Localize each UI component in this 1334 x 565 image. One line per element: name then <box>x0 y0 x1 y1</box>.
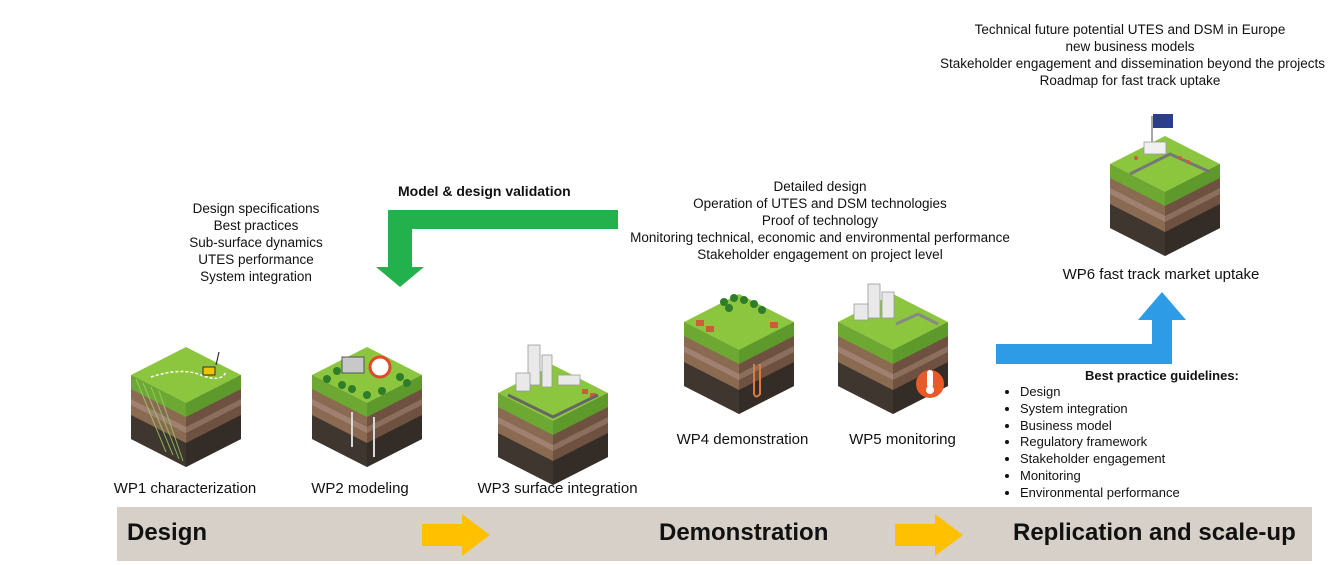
wp6-cube-illustration <box>1110 114 1220 256</box>
list-item: Monitoring <box>1020 468 1180 485</box>
outcome-line: System integration <box>200 269 312 284</box>
outcome-line: UTES performance <box>198 252 314 267</box>
wp5-cube-illustration <box>838 283 948 414</box>
yellow-arrow-1 <box>422 514 490 556</box>
green-validation-arrow <box>376 210 618 287</box>
list-item: Stakeholder engagement <box>1020 451 1180 468</box>
list-item: Business model <box>1020 418 1180 435</box>
wp4-cube-illustration <box>684 294 794 414</box>
outcome-line: Sub-surface dynamics <box>189 235 323 250</box>
design-outcomes: Design specifications Best practices Sub… <box>176 200 336 285</box>
top-outcomes: Technical future potential UTES and DSM … <box>940 21 1326 89</box>
outcome-line: Detailed design <box>773 179 867 194</box>
wp1-cube-illustration <box>131 347 241 467</box>
best-practice-title: Best practice guidelines: <box>1085 368 1239 383</box>
wp3-cube-illustration <box>498 344 608 485</box>
wp6-label: WP6 fast track market uptake <box>1062 266 1260 283</box>
wp5-label: WP5 monitoring <box>849 431 956 448</box>
outcome-line: Operation of UTES and DSM technologies <box>693 196 947 211</box>
outcome-line: Proof of technology <box>761 213 879 228</box>
outcome-line: Monitoring technical, economic and envir… <box>630 230 1010 245</box>
blue-uptake-arrow <box>996 292 1186 364</box>
phase-replication: Replication and scale-up <box>1013 519 1296 546</box>
demo-outcomes: Detailed design Operation of UTES and DS… <box>620 178 1020 263</box>
outcome-line: Best practices <box>213 218 299 233</box>
eu-flag-icon <box>1153 114 1173 128</box>
outcome-line: Roadmap for fast track uptake <box>1039 73 1221 88</box>
wp1-label: WP1 characterization <box>113 480 257 497</box>
wp3-label: WP3 surface integration <box>477 480 638 497</box>
phase-banner <box>117 507 1312 561</box>
outcome-line: Technical future potential UTES and DSM … <box>974 22 1286 37</box>
outcome-line: Design specifications <box>192 201 320 216</box>
validation-label: Model & design validation <box>398 183 571 199</box>
outcome-line: Stakeholder engagement on project level <box>697 247 943 262</box>
best-practice-list: Design System integration Business model… <box>1000 384 1180 502</box>
list-item: Design <box>1020 384 1180 401</box>
yellow-arrow-2 <box>895 514 963 556</box>
wp2-label: WP2 modeling <box>311 480 409 497</box>
list-item: System integration <box>1020 401 1180 418</box>
list-item: Regulatory framework <box>1020 434 1180 451</box>
phase-demonstration: Demonstration <box>659 519 829 546</box>
outcome-line: Stakeholder engagement and dissemination… <box>940 56 1326 71</box>
wp2-cube-illustration <box>312 347 422 467</box>
phase-design: Design <box>127 519 208 546</box>
list-item: Environmental performance <box>1020 485 1180 502</box>
outcome-line: new business models <box>1065 39 1195 54</box>
wp4-label: WP4 demonstration <box>676 431 809 448</box>
